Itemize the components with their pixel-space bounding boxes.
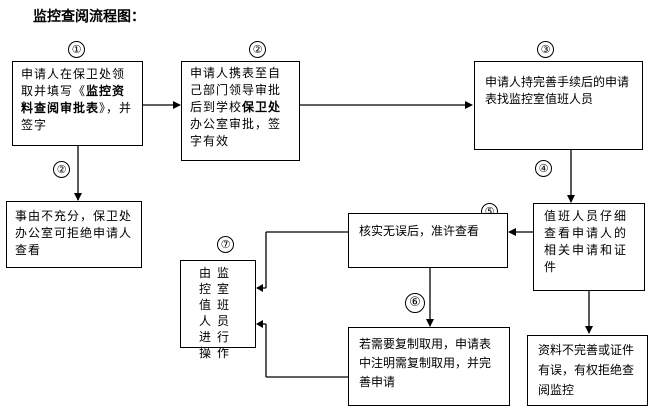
approve-text-2: 办公室审批，签字有效 xyxy=(190,117,282,148)
apply-text-1: 申请人在保卫处领取并填写《 xyxy=(21,67,126,98)
approve-text-1: 申请人携表至自己部门领导审批后到学校 xyxy=(190,66,282,114)
box-operate: 由监控室值班人员进行操作 xyxy=(180,260,256,360)
apply-text-2: 》，并签字 xyxy=(21,101,133,132)
arrowhead-operate-lower xyxy=(256,320,263,328)
box-find-duty: 申请人持完善手续后的申请表找监控室值班人员 xyxy=(474,61,643,150)
box-approve: 申请人携表至自己部门领导审批后到学校保卫处办公室审批，签字有效 xyxy=(181,61,300,161)
approve-text-bold: 保卫处 xyxy=(242,100,282,114)
box-reject-incomplete: 资料不完善或证件有误，有权拒绝查阅监控 xyxy=(527,335,648,406)
step-number-2-reject: ② xyxy=(53,161,70,178)
step-number-1: ① xyxy=(68,41,85,58)
box-copy: 若需要复制取用，申请表中注明需复制取用，并完善申请 xyxy=(348,327,510,406)
step-number-7: ⑦ xyxy=(217,236,234,253)
box-reject-security: 事由不充分，保卫处办公室可拒绝申请人查看 xyxy=(6,201,142,268)
apply-text-bold: 监控资料查阅审批表 xyxy=(21,84,126,115)
arrowhead-operate-upper xyxy=(256,284,263,292)
step-number-2: ② xyxy=(249,41,266,58)
box-allow: 核实无误后，准许查看 xyxy=(348,213,508,268)
page-title: 监控查阅流程图： xyxy=(33,9,145,25)
step-number-3: ③ xyxy=(537,41,554,58)
box-apply: 申请人在保卫处领取并填写《监控资料查阅审批表》，并签字 xyxy=(12,61,143,146)
step-number-4: ④ xyxy=(535,160,552,177)
step-number-6: ⑥ xyxy=(405,293,425,313)
box-verify: 值班人员仔细查看申请人的相关申请和证件 xyxy=(533,203,645,291)
